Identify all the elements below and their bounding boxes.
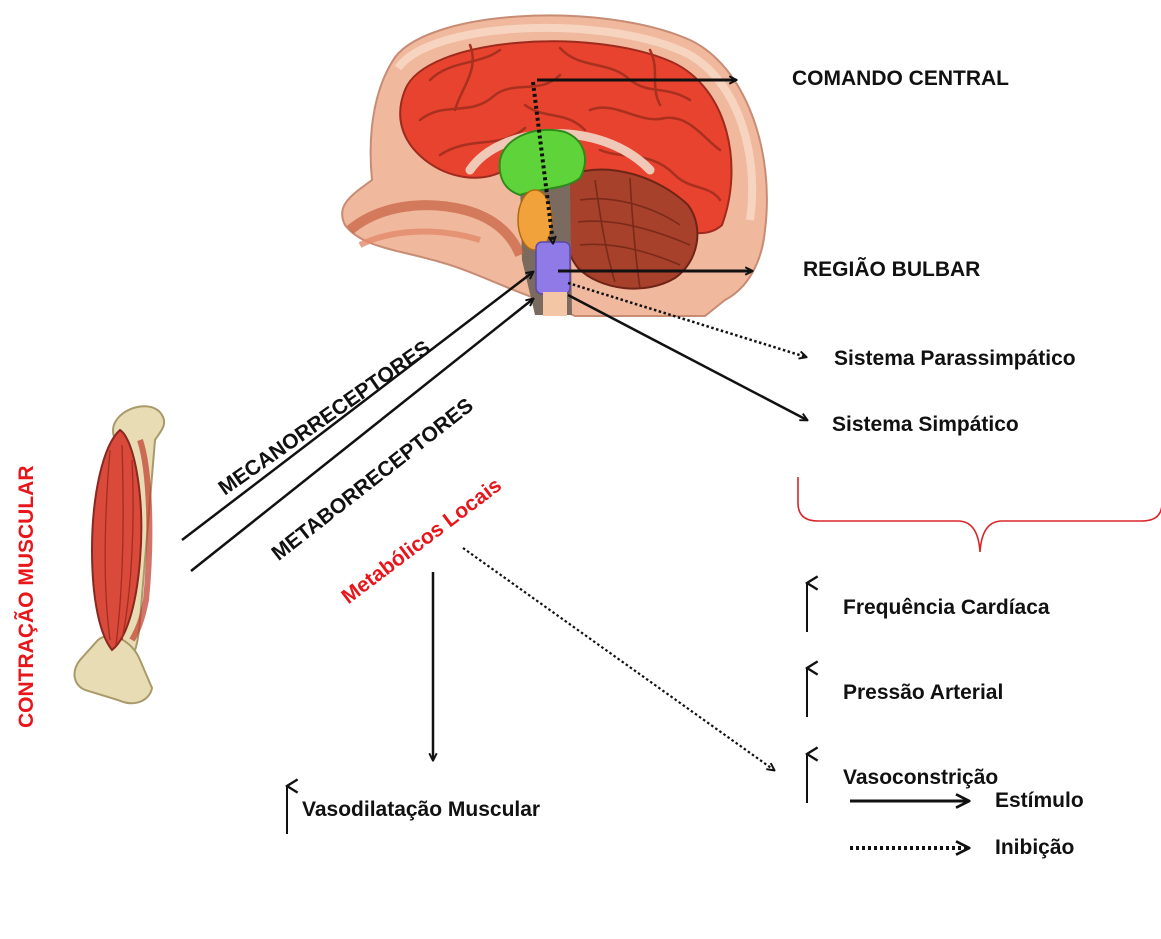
legend-inhibition-label: Inibição [995, 837, 1074, 858]
label-sympathetic: Sistema Simpático [832, 414, 1019, 435]
label-bulbar-region: REGIÃO BULBAR [803, 259, 980, 280]
arrow-metabolites-vasoconstriction [463, 548, 774, 770]
arm-illustration [75, 406, 165, 703]
label-blood-pressure: Pressão Arterial [843, 682, 1003, 703]
red-brace [798, 477, 1161, 552]
label-muscle-contraction: CONTRAÇÃO MUSCULAR [16, 466, 37, 728]
label-parasympathetic: Sistema Parassimpático [834, 348, 1076, 369]
legend-stimulus-label: Estímulo [995, 790, 1084, 811]
label-vasoconstriction: Vasoconstrição [843, 767, 998, 788]
label-central-command: COMANDO CENTRAL [792, 68, 1009, 89]
medulla [536, 242, 570, 294]
label-muscle-vasodilation: Vasodilatação Muscular [302, 799, 540, 820]
arrow-metaboreceptors [191, 299, 533, 571]
pons [518, 190, 552, 250]
label-heart-rate: Frequência Cardíaca [843, 597, 1050, 618]
